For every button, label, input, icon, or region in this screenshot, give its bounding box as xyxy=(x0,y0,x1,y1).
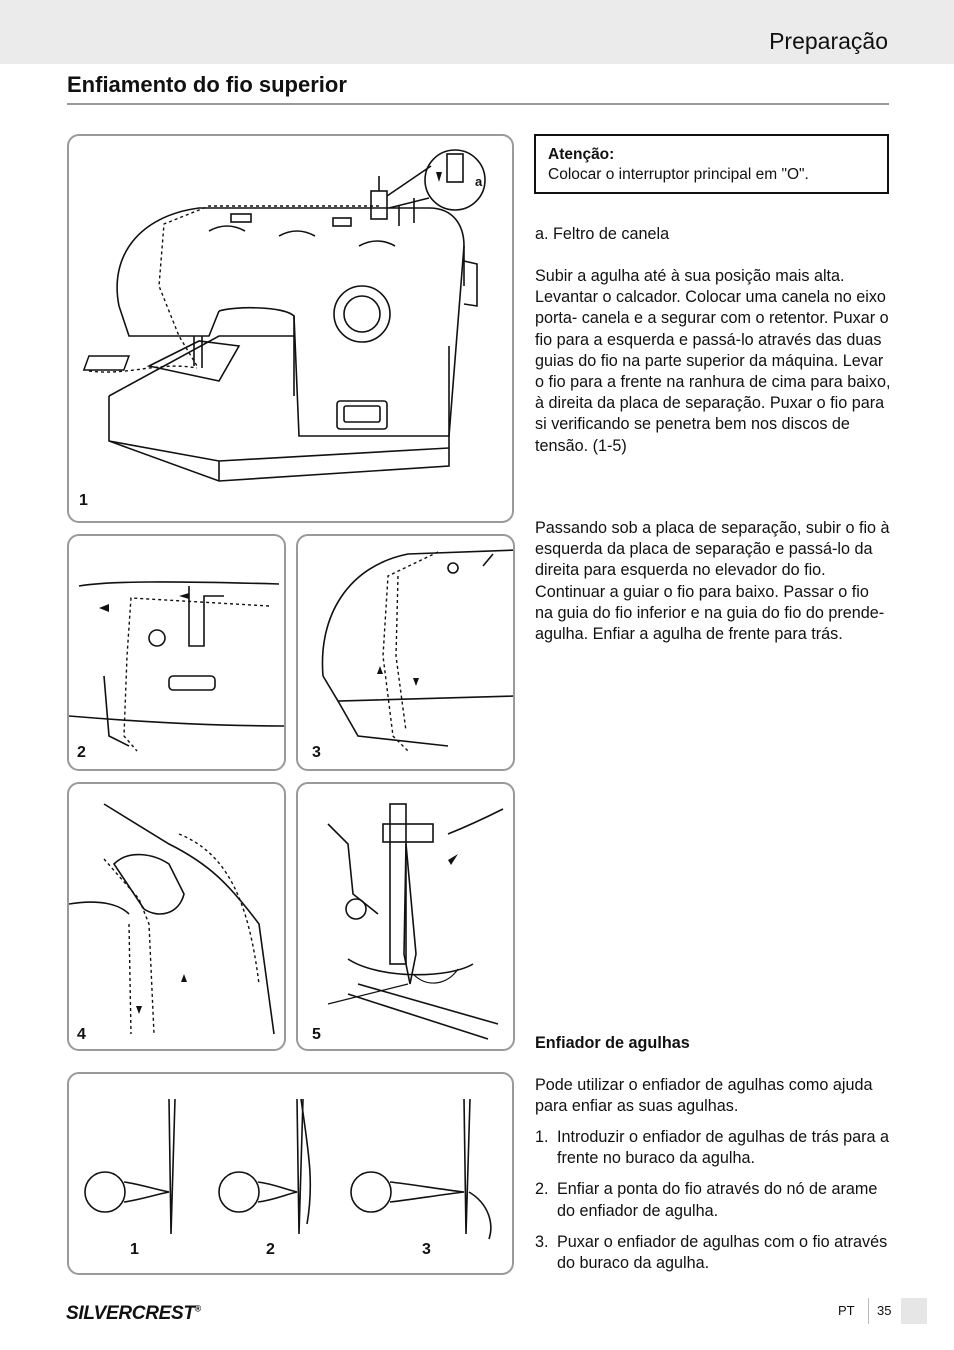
title-divider xyxy=(67,103,889,105)
step-text: Enfiar a ponta do fio através do nó de a… xyxy=(557,1180,878,1220)
list-item: 1. Introduzir o enfiador de agulhas de tr… xyxy=(535,1127,891,1169)
page-number: 35 xyxy=(877,1303,892,1318)
threading-paragraph-1: Subir a agulha até à sua posição mais al… xyxy=(535,266,891,457)
registered-mark: ® xyxy=(194,1303,202,1314)
figure-needle-threader-steps: 1 2 3 xyxy=(67,1072,514,1275)
sewing-machine-illustration xyxy=(82,149,486,482)
step-text: Introduzir o enfiador de agulhas de trás… xyxy=(557,1128,890,1168)
threader-step-3-label: 3 xyxy=(422,1241,431,1258)
section-title: Preparação xyxy=(769,28,888,54)
threading-paragraph-1-text: Subir a agulha até à sua posição mais al… xyxy=(535,267,891,455)
step-number: 3. xyxy=(535,1232,549,1251)
warning-box: Atenção: Colocar o interruptor principal… xyxy=(534,134,889,194)
spool-felt-text: a. Feltro de canela xyxy=(535,225,670,243)
thread-lever-illustration xyxy=(69,803,275,1035)
step-number: 1. xyxy=(535,1128,549,1146)
needle-threader-illustration xyxy=(84,1098,492,1240)
needle-threader-intro: Pode utilizar o enfiador de agulhas como… xyxy=(535,1076,873,1116)
step-number: 2. xyxy=(535,1180,549,1199)
figure-1-machine-overview: 1 a xyxy=(67,134,514,523)
needle-threader-steps: 1. Introduzir o enfiador de agulhas de tr… xyxy=(535,1127,891,1284)
warning-title: Atenção: xyxy=(548,146,615,163)
brand-name: SILVERCREST xyxy=(66,1303,195,1324)
figure-3-label: 3 xyxy=(312,744,321,761)
footer-tab xyxy=(901,1298,927,1324)
footer-divider xyxy=(868,1298,869,1324)
warning-text: Colocar o interruptor principal em "O". xyxy=(548,166,809,183)
threader-step-1-label: 1 xyxy=(130,1241,139,1258)
needle-threader-heading: Enfiador de agulhas xyxy=(535,1034,690,1052)
thread-guide-illustration xyxy=(69,581,284,752)
tension-disc-illustration xyxy=(321,549,513,752)
language-code: PT xyxy=(838,1303,855,1318)
brand-logo: SILVERCREST® xyxy=(66,1303,201,1325)
needle-threading-illustration xyxy=(327,803,504,1040)
threading-paragraph-2: Passando sob a placa de separação, subir… xyxy=(535,518,891,645)
list-item: 3. Puxar o enfiador de agulhas com o fio … xyxy=(535,1232,891,1274)
threading-paragraph-2-text: Passando sob a placa de separação, subir… xyxy=(535,519,890,644)
threader-step-2-label: 2 xyxy=(266,1241,275,1258)
figure-2-label: 2 xyxy=(77,744,86,761)
figure-4-thread-lever: 4 xyxy=(67,782,286,1051)
figure-1-label: 1 xyxy=(79,492,88,509)
figure-4-label: 4 xyxy=(77,1026,86,1043)
page-title: Enfiamento do fio superior xyxy=(67,72,347,97)
figure-1-inset-label: a xyxy=(475,174,483,189)
figure-2-thread-guides: 2 xyxy=(67,534,286,771)
figure-3-tension-discs: 3 xyxy=(296,534,515,771)
figure-5-label: 5 xyxy=(312,1026,321,1043)
header-band xyxy=(0,0,954,64)
step-text: Puxar o enfiador de agulhas com o fio at… xyxy=(557,1232,888,1273)
list-item: 2. Enfiar a ponta do fio através do nó de… xyxy=(535,1179,891,1221)
spool-felt-label: a. Feltro de canela xyxy=(535,224,891,245)
figure-5-needle-threading: 5 xyxy=(296,782,515,1051)
